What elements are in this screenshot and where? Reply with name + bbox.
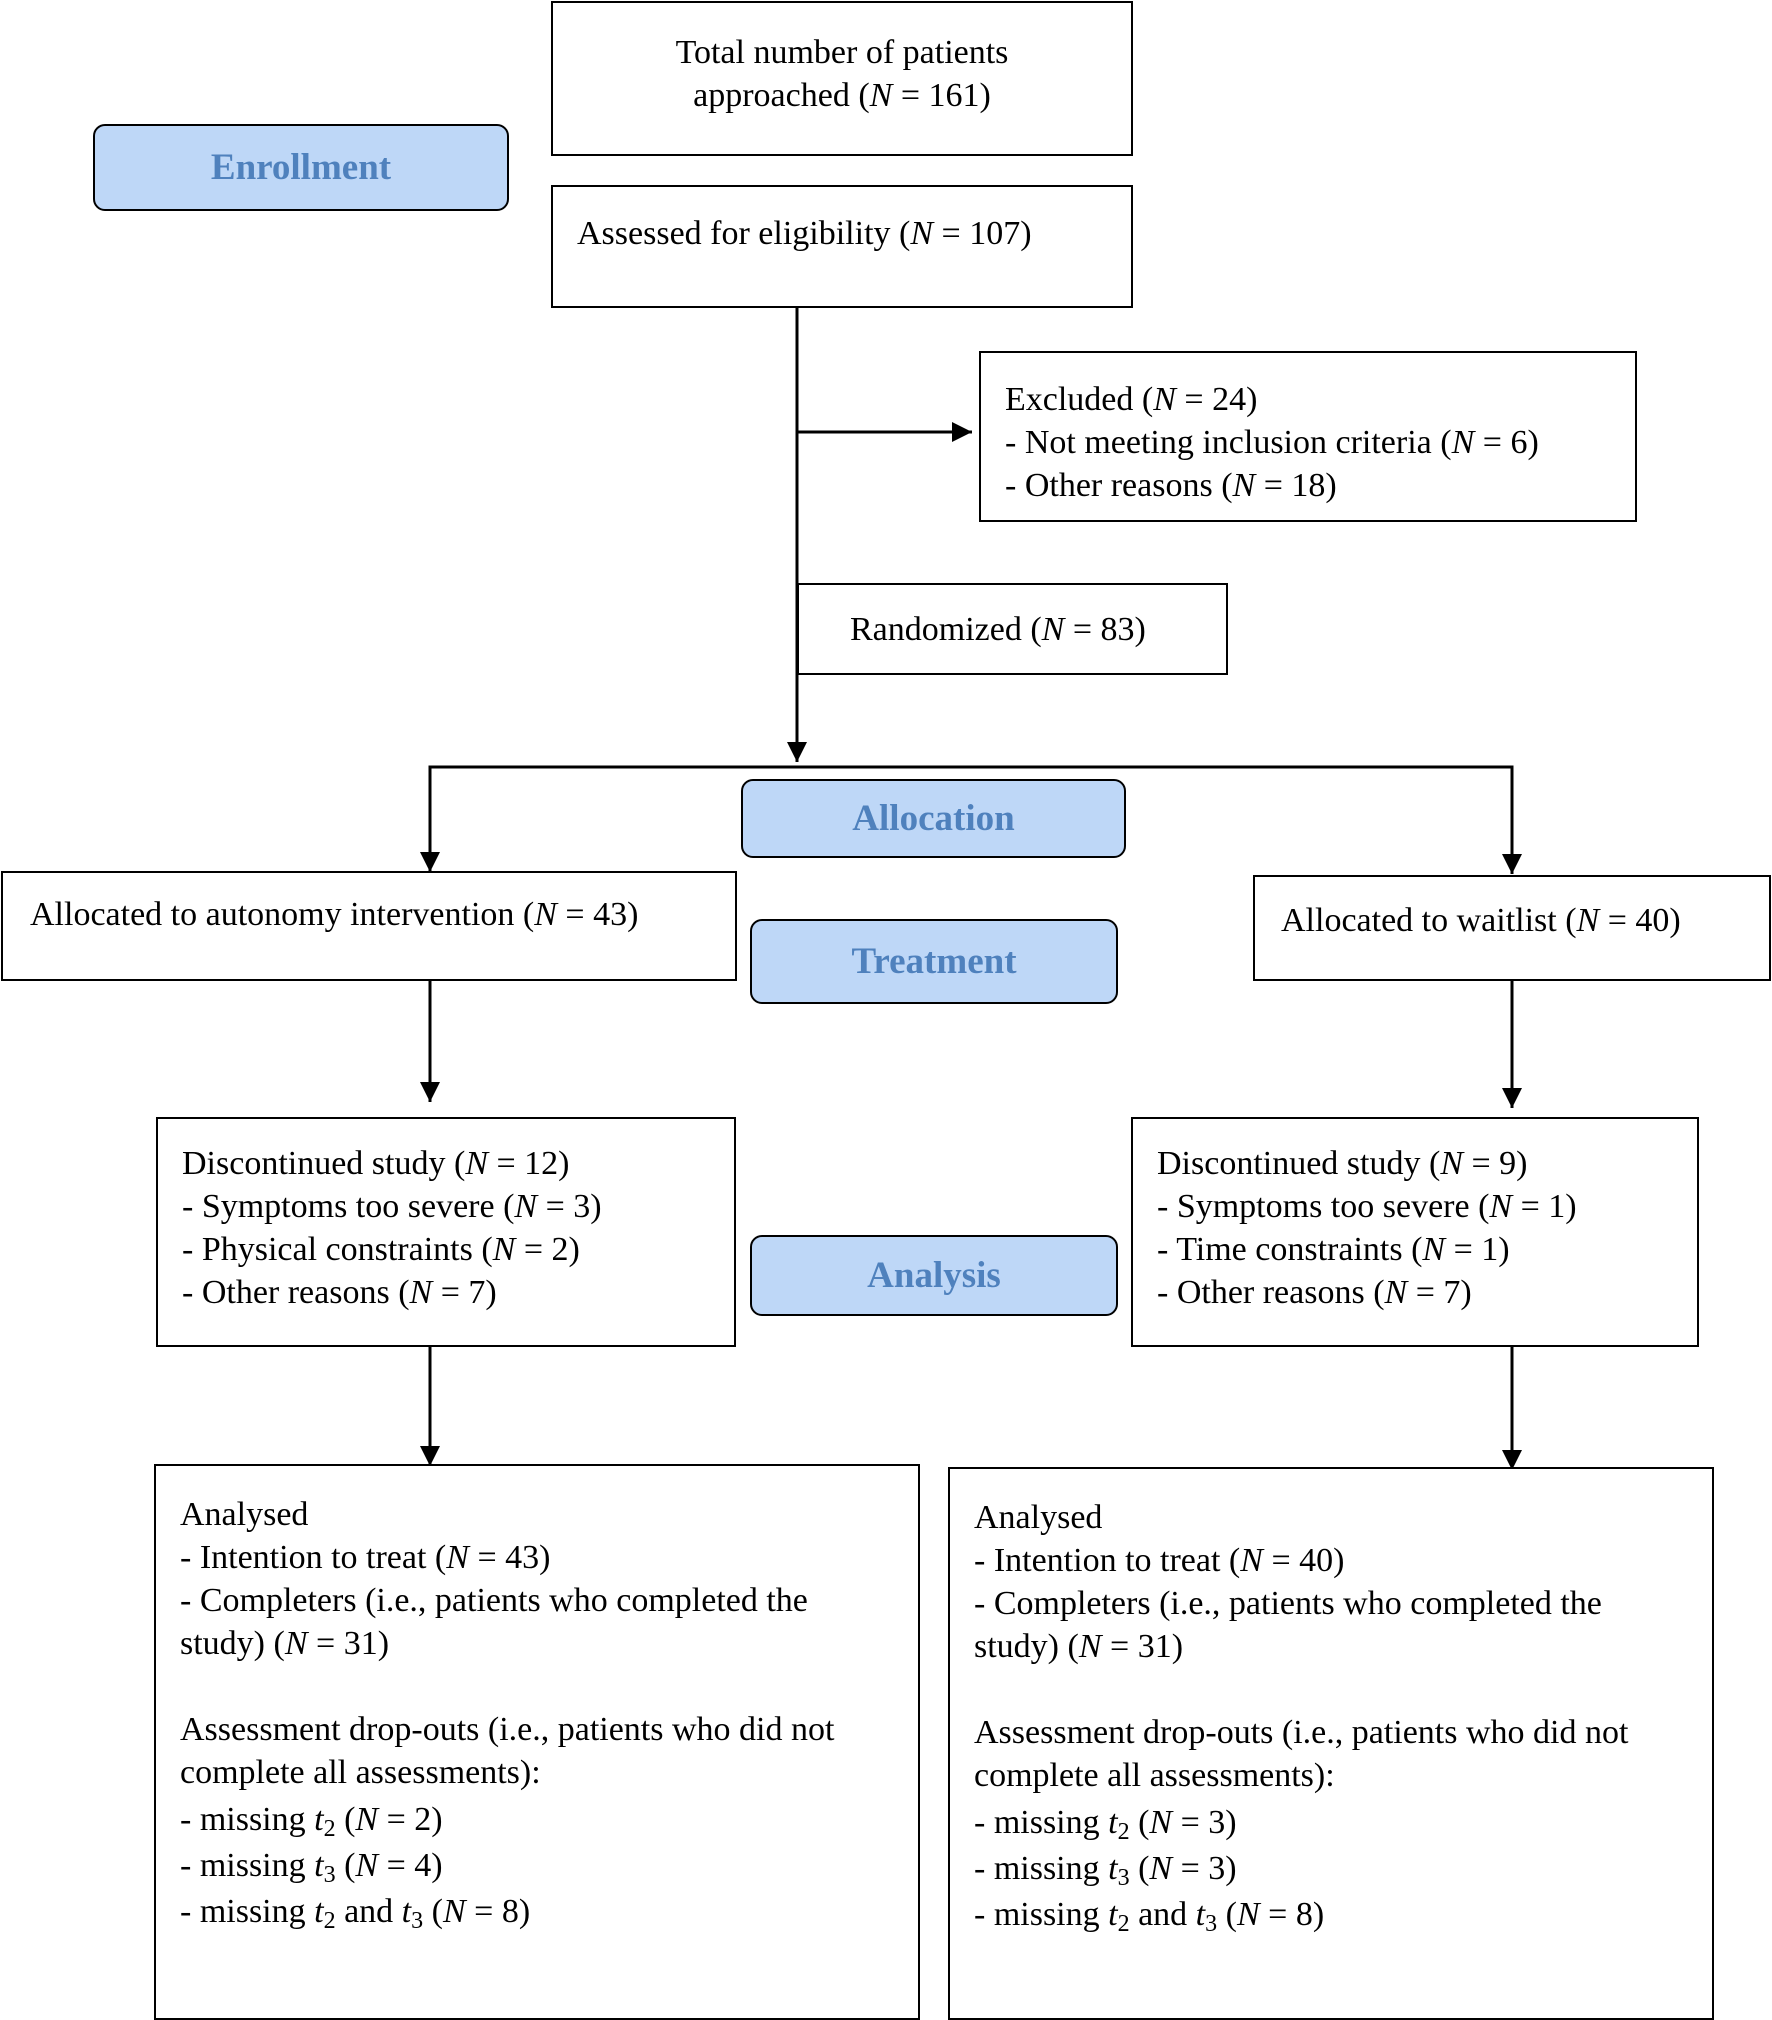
analysed-right-dropouts: Assessment drop-outs (i.e., patients who… — [974, 1714, 1629, 1794]
allocated-intervention-text: Allocated to autonomy intervention (N = … — [30, 895, 639, 933]
spacer — [180, 1665, 878, 1708]
allocation-text: Allocation — [852, 798, 1015, 839]
analysis-text: Analysis — [867, 1255, 1001, 1296]
analysed-right-missing-t2-t3: - missing t2 and t3 (N = 8) — [974, 1896, 1325, 1937]
analysed-left-dropouts: Assessment drop-outs (i.e., patients who… — [180, 1711, 835, 1791]
allocated-intervention-box: Allocated to autonomy intervention (N = … — [1, 871, 737, 981]
allocated-waitlist-text: Allocated to waitlist (N = 40) — [1281, 901, 1681, 939]
analysed-left-itt: - Intention to treat (N = 43) — [180, 1539, 551, 1576]
treatment-text: Treatment — [851, 941, 1017, 982]
analysed-left-box: Analysed - Intention to treat (N = 43) -… — [154, 1464, 920, 2020]
analysed-left-missing-t3: - missing t3 (N = 4) — [180, 1847, 443, 1888]
randomized-text: Randomized (N = 83) — [850, 610, 1146, 648]
analysed-right-title: Analysed — [974, 1499, 1103, 1536]
excluded-box: Excluded (N = 24) - Not meeting inclusio… — [979, 351, 1637, 522]
discontinued-right-item-other: - Other reasons (N = 7) — [1157, 1274, 1472, 1311]
assessed-text: Assessed for eligibility (N = 107) — [577, 215, 1032, 252]
treatment-stage-label: Treatment — [750, 919, 1118, 1004]
spacer — [974, 1668, 1672, 1711]
discontinued-left-title: Discontinued study (N = 12) — [182, 1145, 570, 1182]
discontinued-left-item-physical: - Physical constraints (N = 2) — [182, 1231, 580, 1268]
discontinued-left-item-severe: - Symptoms too severe (N = 3) — [182, 1188, 602, 1225]
analysed-left-title: Analysed — [180, 1496, 309, 1533]
discontinued-right-box: Discontinued study (N = 9) - Symptoms to… — [1131, 1117, 1699, 1347]
analysed-right-missing-t3: - missing t3 (N = 3) — [974, 1850, 1237, 1891]
assessed-box: Assessed for eligibility (N = 107) — [551, 185, 1133, 308]
approached-line2: approached (N = 161) — [693, 77, 991, 114]
enrollment-text: Enrollment — [210, 147, 392, 188]
discontinued-left-item-other: - Other reasons (N = 7) — [182, 1274, 497, 1311]
excluded-title: Excluded (N = 24) — [1005, 381, 1258, 418]
analysed-left-missing-t2: - missing t2 (N = 2) — [180, 1801, 443, 1842]
approached-box: Total number of patients approached (N =… — [551, 1, 1133, 156]
approached-line1: Total number of patients — [675, 34, 1009, 71]
enrollment-stage-label: Enrollment — [93, 124, 509, 211]
analysed-right-itt: - Intention to treat (N = 40) — [974, 1542, 1345, 1579]
analysed-right-missing-t2: - missing t2 (N = 3) — [974, 1804, 1237, 1845]
discontinued-right-item-time: - Time constraints (N = 1) — [1157, 1231, 1510, 1268]
excluded-item-inclusion: - Not meeting inclusion criteria (N = 6) — [1005, 424, 1539, 461]
discontinued-right-title: Discontinued study (N = 9) — [1157, 1145, 1528, 1182]
allocated-waitlist-box: Allocated to waitlist (N = 40) — [1253, 875, 1771, 981]
allocation-stage-label: Allocation — [741, 779, 1126, 858]
randomized-box: Randomized (N = 83) — [797, 583, 1228, 675]
analysed-right-box: Analysed - Intention to treat (N = 40) -… — [948, 1467, 1714, 2020]
analysed-left-missing-t2-t3: - missing t2 and t3 (N = 8) — [180, 1893, 531, 1934]
analysed-left-completers: - Completers (i.e., patients who complet… — [180, 1582, 808, 1662]
discontinued-left-box: Discontinued study (N = 12) - Symptoms t… — [156, 1117, 736, 1347]
analysis-stage-label: Analysis — [750, 1235, 1118, 1316]
analysed-right-completers: - Completers (i.e., patients who complet… — [974, 1585, 1602, 1665]
excluded-item-other: - Other reasons (N = 18) — [1005, 467, 1337, 504]
discontinued-right-item-severe: - Symptoms too severe (N = 1) — [1157, 1188, 1577, 1225]
